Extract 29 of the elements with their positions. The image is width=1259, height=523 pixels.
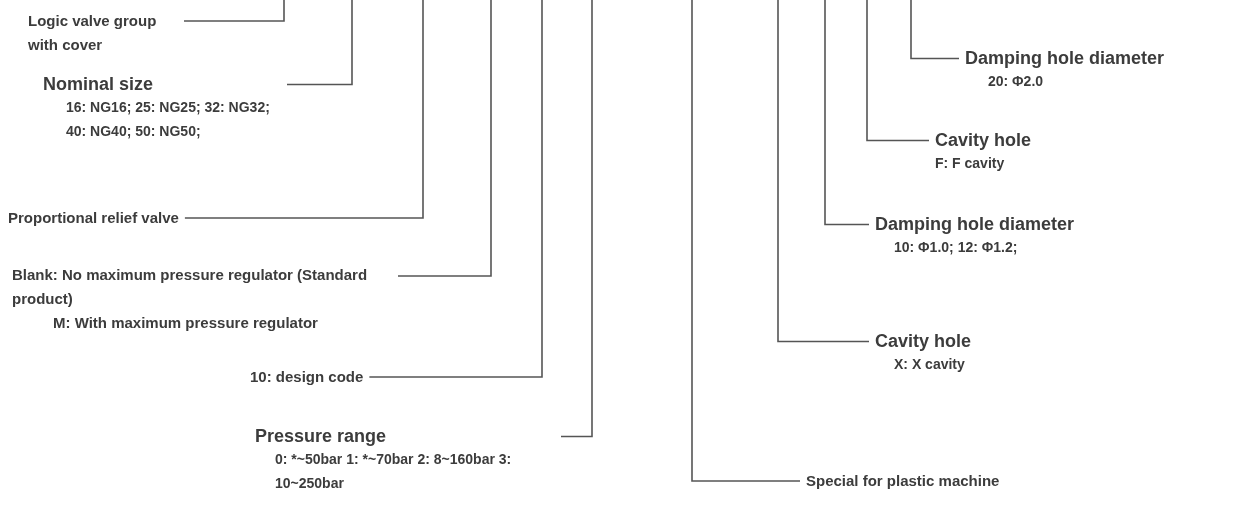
- field-heading: Damping hole diameter: [875, 214, 1076, 235]
- leader-line: [368, 0, 543, 378]
- part-label: Special for plastic machine: [806, 469, 1000, 493]
- option-list: 10: Φ1.0; 12: Φ1.2;: [894, 235, 1094, 259]
- option-list: 0: *~50bar 1: *~70bar 2: 8~160bar 3: 10~250bar: [275, 447, 555, 495]
- option-list: 16: NG16; 25: NG25; 32: NG32; 40: NG40; 50: NG50;: [66, 95, 281, 143]
- leader-line: [910, 0, 960, 60]
- leader-line: [286, 0, 353, 86]
- field-heading: Pressure range: [255, 426, 388, 447]
- option-list: 20: Φ2.0: [988, 69, 1138, 93]
- leader-line: [560, 0, 593, 438]
- field-heading: Nominal size: [43, 74, 155, 95]
- field-heading: Cavity hole: [935, 130, 1033, 151]
- leader-line: [777, 0, 870, 343]
- option-list: F: F cavity: [935, 151, 1085, 175]
- leader-line: [397, 0, 492, 277]
- leader-line: [183, 0, 285, 22]
- option-description: M: With maximum pressure regulator: [52, 313, 319, 333]
- option-label: 10: design code: [250, 365, 364, 389]
- leader-line: [866, 0, 930, 142]
- option-description: Blank: No maximum pressure regulator (Standard product): [12, 265, 369, 309]
- option-list: X: X cavity: [894, 352, 1044, 376]
- field-heading: Damping hole diameter: [965, 48, 1165, 69]
- field-heading: Cavity hole: [875, 331, 973, 352]
- part-label: Proportional relief valve: [8, 206, 179, 230]
- part-label: Logic valve group with cover: [28, 9, 178, 57]
- leader-line: [824, 0, 870, 226]
- leader-line: [691, 0, 801, 482]
- leader-line: [184, 0, 424, 219]
